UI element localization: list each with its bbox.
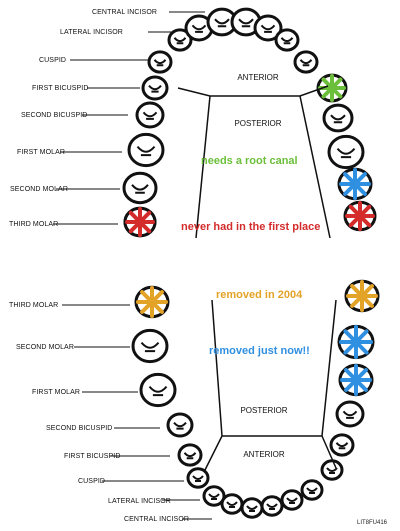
upper-region-anterior: ANTERIOR	[237, 73, 279, 82]
upper-front-tooth	[274, 28, 300, 52]
upper-left-tooth	[122, 171, 158, 205]
lower-label-central-incisor: CENTRAL INCISOR	[124, 516, 190, 523]
upper-right-tooth	[293, 50, 319, 74]
upper-region-posterior: POSTERIOR	[234, 119, 282, 128]
lower-front-tooth	[300, 479, 324, 501]
upper-left-tooth	[127, 132, 165, 168]
lower-left-tooth	[177, 443, 203, 467]
lower-right-tooth	[335, 400, 365, 428]
upper-front-tooth	[253, 14, 283, 42]
lower-front-tooth	[280, 489, 304, 511]
upper-right-tooth	[322, 103, 354, 133]
lower-left-tooth	[139, 372, 177, 408]
upper-left-tooth	[147, 50, 173, 74]
upper-front-tooth	[206, 7, 238, 37]
upper-label-cuspid: CUSPID	[39, 57, 67, 64]
annotation-needs-root-canal: needs a root canal	[201, 155, 298, 167]
upper-right-tooth	[343, 200, 377, 232]
upper-label-first-bicuspid: FIRST BICUSPID	[32, 85, 89, 92]
lower-label-first-bicuspid: FIRST BICUSPID	[64, 453, 121, 460]
annotation-removed-just-now: removed just now!!	[209, 345, 310, 357]
lower-right-tooth	[344, 279, 380, 313]
lower-front-tooth	[240, 497, 264, 519]
upper-label-first-molar: FIRST MOLAR	[17, 149, 66, 156]
upper-right-tooth	[337, 167, 373, 201]
lower-front-tooth	[202, 485, 226, 507]
upper-label-second-molar: SECOND MOLAR	[10, 186, 68, 193]
upper-region-lines	[177, 85, 331, 239]
lower-left-tooth	[166, 412, 194, 438]
lower-label-lateral-incisor: LATERAL INCISOR	[108, 498, 171, 505]
lower-label-cuspid: CUSPID	[78, 478, 106, 485]
upper-left-third-molar-marked	[123, 206, 157, 238]
lower-region-posterior: POSTERIOR	[240, 406, 288, 415]
upper-right-tooth	[316, 73, 348, 103]
lower-label-second-bicuspid: SECOND BICUSPID	[46, 425, 113, 432]
lower-region-anterior: ANTERIOR	[243, 450, 285, 459]
upper-left-tooth	[141, 75, 169, 101]
lower-front-tooth	[220, 493, 244, 515]
upper-left-tooth	[135, 101, 165, 129]
lower-label-first-molar: FIRST MOLAR	[32, 389, 81, 396]
annotation-never-had: never had in the first place	[181, 221, 321, 233]
lower-right-tooth	[337, 324, 375, 360]
lower-region-lines	[204, 299, 337, 471]
upper-right-tooth	[327, 134, 365, 170]
upper-label-second-bicuspid: SECOND BICUSPID	[21, 112, 88, 119]
lower-right-tooth	[320, 459, 344, 481]
upper-label-third-molar: THIRD MOLAR	[9, 221, 59, 228]
lower-front-tooth	[260, 495, 284, 517]
lower-label-third-molar: THIRD MOLAR	[9, 302, 59, 309]
upper-front-tooth	[167, 28, 193, 52]
upper-label-central-incisor: CENTRAL INCISOR	[92, 9, 158, 16]
lower-left-tooth	[186, 467, 210, 489]
lower-right-tooth	[329, 433, 355, 457]
figure-code: LIT8FU416	[357, 520, 388, 526]
annotation-removed-2004: removed in 2004	[216, 289, 303, 301]
lower-label-second-molar: SECOND MOLAR	[16, 344, 74, 351]
lower-left-tooth	[134, 285, 170, 319]
lower-right-tooth	[338, 363, 374, 397]
upper-label-lateral-incisor: LATERAL INCISOR	[60, 29, 123, 36]
lower-left-tooth	[131, 328, 169, 364]
